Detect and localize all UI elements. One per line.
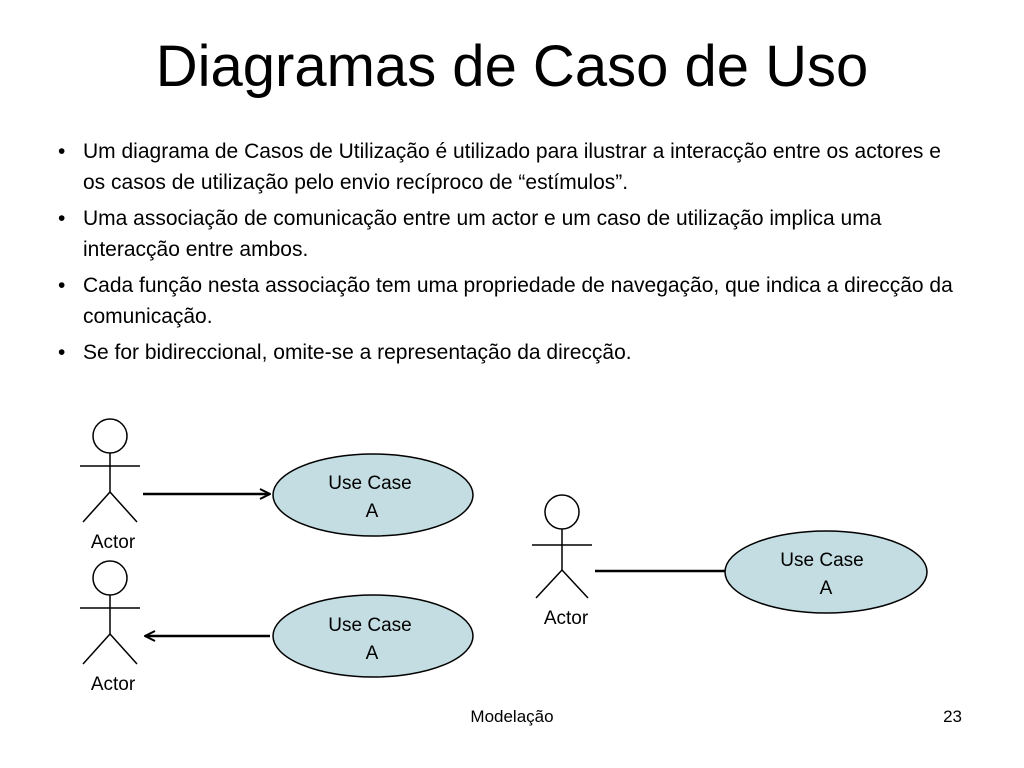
use-case-label-line1: Use Case — [780, 550, 863, 571]
bullet-text: Uma associação de comunicação entre um a… — [83, 207, 882, 261]
use-case-label-line1: Use Case — [328, 615, 411, 636]
bullet-dot: • — [58, 140, 66, 163]
use-case-label-line2: A — [820, 578, 833, 599]
page-number: 23 — [943, 707, 962, 726]
use-case-label-line1: Use Case — [328, 473, 411, 494]
actor-right-leg — [561, 569, 589, 599]
actor-head — [92, 418, 128, 454]
bullet-list: • Um diagrama de Casos de Utilização é ut… — [58, 136, 958, 373]
bullet-item: • Se for bidireccional, omite-se a repres… — [58, 337, 958, 368]
actor-right-leg — [109, 633, 138, 665]
bullet-item: • Uma associação de comunicação entre um … — [58, 203, 958, 265]
actor-right-leg — [109, 491, 138, 523]
use-case-label-line2: A — [366, 643, 379, 664]
actor-figure — [80, 418, 140, 523]
actor-label: Actor — [91, 674, 136, 695]
bullet-text: Um diagrama de Casos de Utilização é uti… — [83, 140, 941, 194]
actor-left-leg — [82, 491, 111, 523]
footer-title: Modelação — [470, 707, 554, 726]
actor-figure — [532, 494, 592, 599]
bullet-item: • Um diagrama de Casos de Utilização é ut… — [58, 136, 958, 198]
bullet-item: • Cada função nesta associação tem uma pr… — [58, 270, 958, 332]
slide-title: Diagramas de Caso de Uso — [155, 34, 869, 99]
use-case-ellipse — [724, 530, 928, 614]
actor-left-leg — [535, 569, 563, 599]
actor-left-leg — [82, 633, 111, 665]
actor-label: Actor — [544, 608, 589, 629]
bullet-text: Cada função nesta associação tem uma pro… — [83, 274, 953, 328]
use-case-ellipse — [272, 453, 474, 537]
actor-figure — [80, 560, 140, 665]
use-case-label-line2: A — [366, 501, 379, 522]
actor-head — [92, 560, 128, 596]
actor-label: Actor — [91, 532, 136, 553]
bullet-dot: • — [58, 341, 66, 364]
bullet-dot: • — [58, 207, 66, 230]
bullet-dot: • — [58, 274, 66, 297]
bullet-text: Se for bidireccional, omite-se a represe… — [83, 341, 632, 364]
actor-head — [544, 494, 580, 530]
use-case-ellipse — [272, 594, 474, 678]
